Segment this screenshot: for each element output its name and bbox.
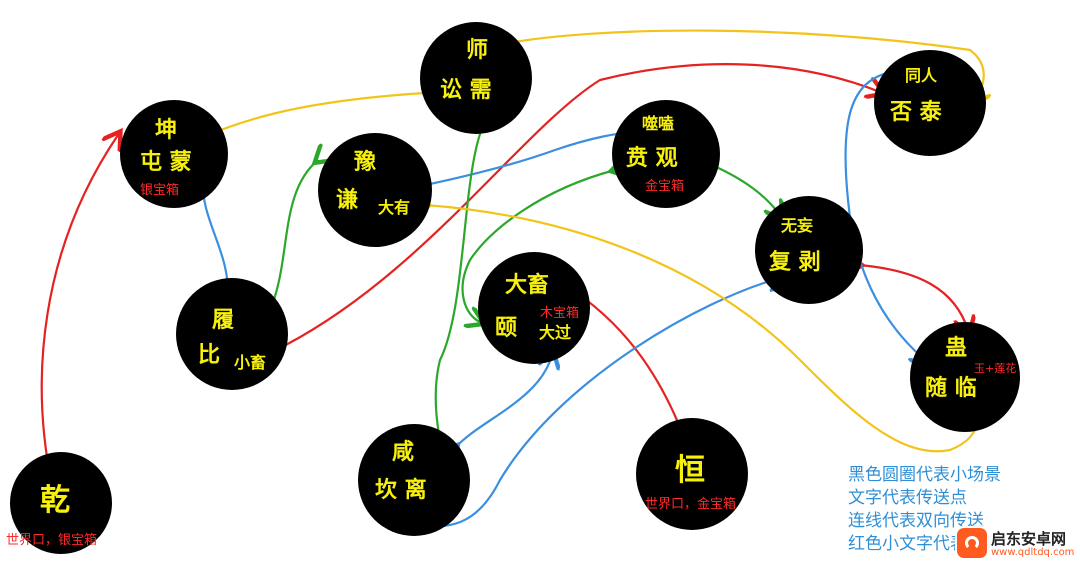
link-xian-dagu xyxy=(455,355,552,448)
node-kun-top: 坤 xyxy=(155,118,178,143)
node-gu-note: 玉+莲花 xyxy=(974,362,1017,375)
node-daxu-bottom: 颐 xyxy=(495,316,518,341)
node-heng-note: 世界口，金宝箱 xyxy=(645,497,737,512)
link-shi-tai xyxy=(497,29,984,100)
node-heng xyxy=(636,418,748,530)
node-qian-label: 乾 xyxy=(40,483,70,518)
link-qian-kun xyxy=(40,135,118,485)
node-yu-top: 豫 xyxy=(354,150,377,175)
node-daxu-extra: 大过 xyxy=(539,323,572,342)
node-daxu-top: 大畜 xyxy=(505,273,550,298)
node-wuwang-bottom: 复 剥 xyxy=(769,250,821,275)
legend-line-2: 文字代表传送点 xyxy=(848,488,967,508)
link-guan-wuwang xyxy=(712,165,780,215)
legend-line-3: 连线代表双向传送 xyxy=(848,511,984,531)
node-yu-bottom: 谦 xyxy=(336,188,359,213)
node-shi-top: 师 xyxy=(466,38,489,63)
node-xian-top: 咸 xyxy=(392,440,415,465)
node-tongren-bottom: 否 泰 xyxy=(890,100,942,125)
node-wuwang xyxy=(755,196,863,304)
node-yu-extra: 大有 xyxy=(378,198,411,217)
node-shike xyxy=(612,100,720,208)
node-kun-bottom: 屯 蒙 xyxy=(140,150,192,175)
node-heng-label: 恒 xyxy=(675,453,705,488)
node-gu-top: 蛊 xyxy=(945,336,968,361)
node-lv xyxy=(176,278,288,390)
node-shike-bottom: 贲 观 xyxy=(626,146,678,171)
node-daxu xyxy=(478,252,590,364)
link-dayou-lin xyxy=(425,205,977,453)
node-xian xyxy=(358,424,470,536)
node-yu xyxy=(318,133,432,247)
watermark-name: 启东安卓网 xyxy=(991,530,1067,548)
node-qian-note: 世界口，银宝箱 xyxy=(6,533,98,548)
node-lv-top: 履 xyxy=(212,308,235,333)
node-kun xyxy=(120,100,228,208)
node-tongren-top: 同人 xyxy=(905,66,938,85)
node-kun-note: 银宝箱 xyxy=(140,183,180,198)
node-qian xyxy=(10,452,112,554)
watermark-logo-icon xyxy=(957,528,987,558)
watermark: 启东安卓网 www.qdltdq.com xyxy=(955,526,1077,562)
node-gu xyxy=(910,322,1020,432)
node-lv-extra: 小畜 xyxy=(234,353,267,372)
node-daxu-note: 木宝箱 xyxy=(540,306,580,321)
node-shike-note: 金宝箱 xyxy=(645,179,685,194)
node-xian-bottom: 坎 离 xyxy=(375,478,427,503)
legend-line-1: 黑色圆圈代表小场景 xyxy=(848,465,1001,485)
node-shi xyxy=(420,22,532,134)
node-wuwang-top: 无妄 xyxy=(781,216,814,235)
node-shi-bottom: 讼 需 xyxy=(440,78,492,103)
node-lv-bottom: 比 xyxy=(198,343,221,368)
node-tongren xyxy=(874,50,986,156)
node-shike-top: 噬嗑 xyxy=(642,114,675,133)
watermark-url: www.qdltdq.com xyxy=(991,547,1075,558)
node-gu-bottom: 随 临 xyxy=(925,376,977,401)
